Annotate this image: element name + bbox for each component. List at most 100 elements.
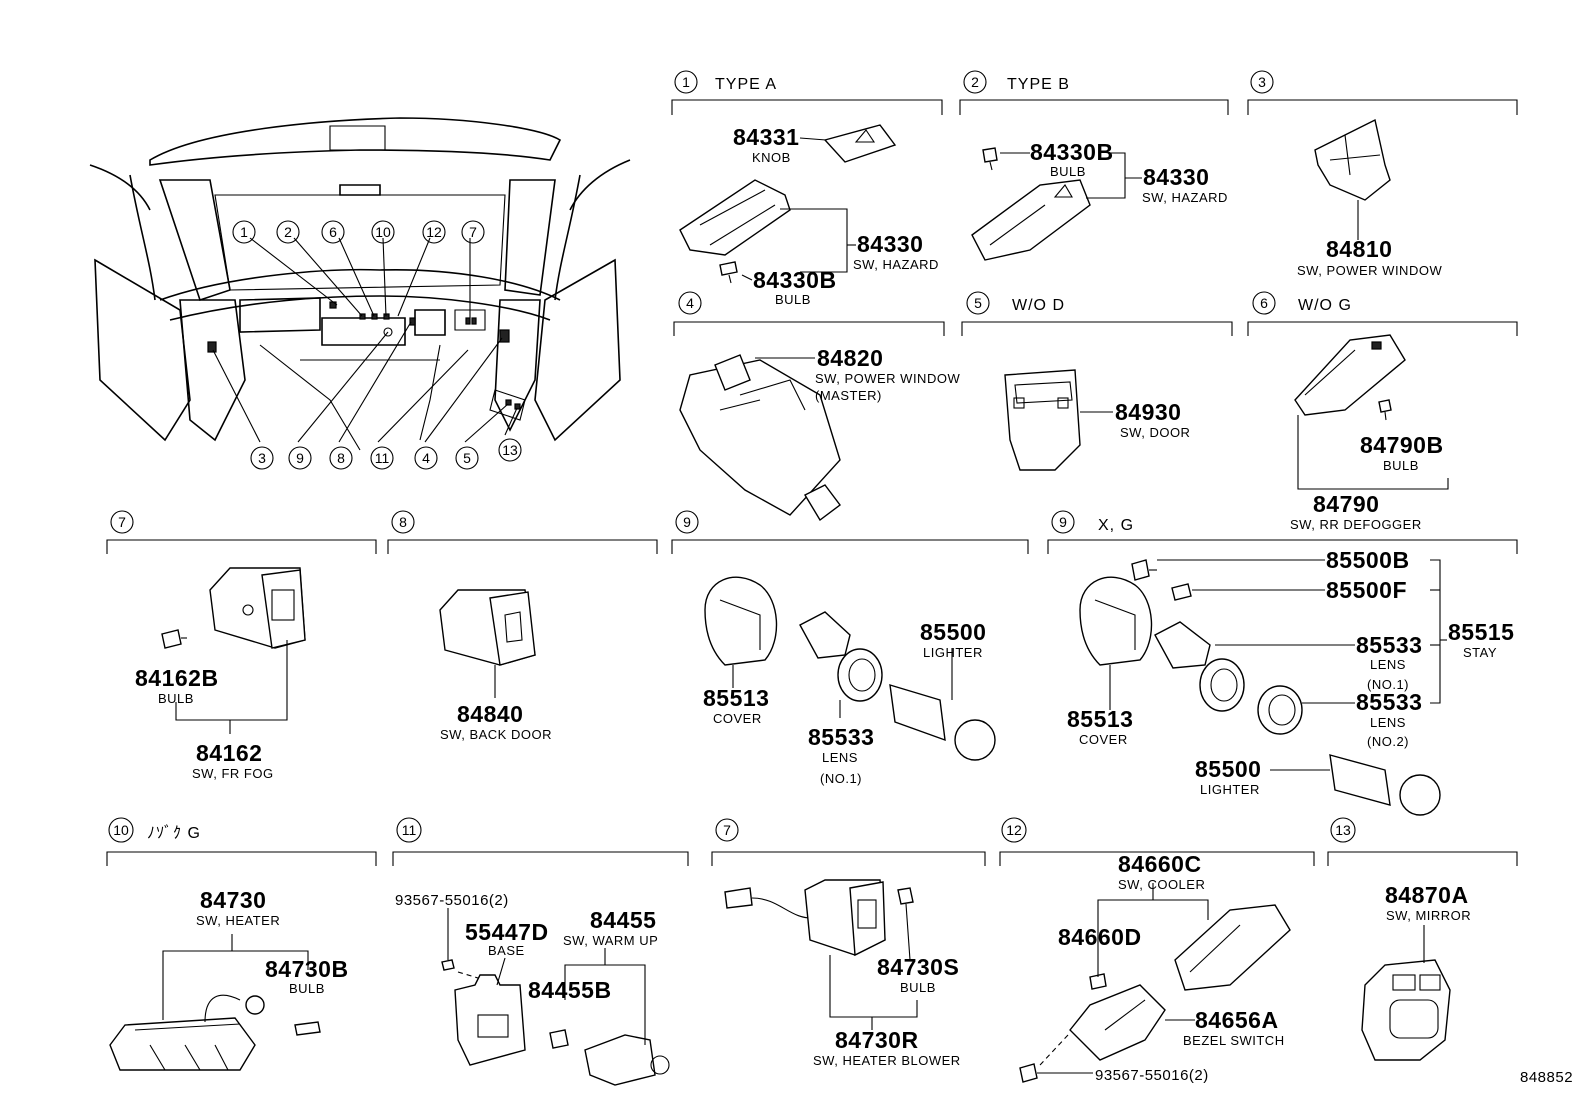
- svg-text:84162B: 84162B: [135, 665, 219, 691]
- section-7b-header: 7: [711, 818, 986, 866]
- svg-text:9: 9: [683, 514, 691, 530]
- svg-text:W/O D: W/O D: [1012, 297, 1065, 314]
- svg-text:SW, HAZARD: SW, HAZARD: [1142, 190, 1228, 205]
- svg-text:85513: 85513: [703, 685, 769, 711]
- svg-text:84656A: 84656A: [1195, 1007, 1279, 1033]
- svg-text:(NO.1): (NO.1): [820, 771, 862, 786]
- svg-text:85500: 85500: [1195, 756, 1261, 782]
- svg-text:8: 8: [399, 514, 407, 530]
- part-84730B: 84730B BULB: [265, 956, 349, 996]
- svg-text:9: 9: [1059, 514, 1067, 530]
- svg-text:10: 10: [113, 822, 129, 838]
- svg-text:84660C: 84660C: [1118, 851, 1202, 877]
- callout-9: 9: [288, 446, 312, 470]
- svg-text:84930: 84930: [1115, 399, 1181, 425]
- svg-text:7: 7: [723, 822, 731, 838]
- svg-text:84331: 84331: [733, 124, 799, 150]
- svg-text:55447D: 55447D: [465, 919, 549, 945]
- svg-text:84730B: 84730B: [265, 956, 349, 982]
- callout-8: 8: [329, 446, 353, 470]
- svg-text:SW, HAZARD: SW, HAZARD: [853, 257, 939, 272]
- svg-text:COVER: COVER: [1079, 732, 1128, 747]
- callout-7: 7: [461, 220, 485, 244]
- svg-text:84330B: 84330B: [1030, 139, 1114, 165]
- svg-text:SW, RR DEFOGGER: SW, RR DEFOGGER: [1290, 517, 1422, 532]
- svg-text:SW, MIRROR: SW, MIRROR: [1386, 908, 1471, 923]
- svg-text:85515: 85515: [1448, 619, 1514, 645]
- part-84330B-b: 84330B BULB: [1030, 139, 1114, 179]
- svg-text:84810: 84810: [1326, 236, 1392, 262]
- svg-text:LENS: LENS: [822, 750, 858, 765]
- svg-text:SW, HEATER BLOWER: SW, HEATER BLOWER: [813, 1053, 961, 1068]
- svg-text:4: 4: [686, 295, 694, 311]
- svg-text:84820: 84820: [817, 345, 883, 371]
- callout-10: 10: [371, 220, 395, 244]
- svg-text:BULB: BULB: [900, 980, 936, 995]
- section-6-parts: [1294, 334, 1449, 490]
- part-84730: 84730 SW, HEATER: [196, 887, 280, 928]
- callout-4: 4: [414, 446, 438, 470]
- part-85533-b1: 85533 LENS (NO.1): [1356, 632, 1422, 692]
- svg-text:11: 11: [402, 822, 417, 838]
- svg-text:SW, BACK DOOR: SW, BACK DOOR: [440, 727, 552, 742]
- section-5-parts: [1004, 369, 1113, 471]
- svg-text:SW, HEATER: SW, HEATER: [196, 913, 280, 928]
- svg-text:10: 10: [375, 224, 391, 240]
- part-84930: 84930 SW, DOOR: [1115, 399, 1190, 440]
- part-85500-a: 85500 LIGHTER: [920, 619, 986, 660]
- svg-text:84730S: 84730S: [877, 954, 959, 980]
- section-4-parts: [679, 354, 841, 522]
- svg-text:X, G: X, G: [1098, 517, 1134, 534]
- section-3-header: 3: [1247, 70, 1518, 115]
- part-84330B-a: 84330B BULB: [753, 267, 836, 307]
- section-10-header: 10 ﾉｿﾞｸ G: [106, 817, 377, 866]
- part-84455: 84455 SW, WARM UP: [563, 907, 658, 948]
- section-3-parts: [1314, 118, 1391, 240]
- callout-6: 6: [321, 220, 345, 244]
- svg-text:SW, FR FOG: SW, FR FOG: [192, 766, 274, 781]
- section-7a-parts: [161, 567, 306, 734]
- section-7b-parts: [724, 879, 918, 1030]
- callout-5: 5: [455, 446, 479, 470]
- svg-text:SW, POWER WINDOW: SW, POWER WINDOW: [1297, 263, 1442, 278]
- section-13-header: 13: [1327, 817, 1518, 866]
- part-85500F: 85500F: [1326, 577, 1407, 603]
- svg-text:BULB: BULB: [158, 691, 194, 706]
- svg-text:6: 6: [329, 224, 337, 240]
- part-84660D: 84660D: [1058, 924, 1141, 950]
- svg-text:84790B: 84790B: [1360, 432, 1444, 458]
- svg-text:TYPE B: TYPE B: [1007, 76, 1070, 93]
- svg-text:85500F: 85500F: [1326, 577, 1407, 603]
- svg-text:SW, DOOR: SW, DOOR: [1120, 425, 1190, 440]
- part-85513-a: 85513 COVER: [703, 685, 769, 726]
- svg-text:8: 8: [337, 450, 345, 466]
- part-84330-a: 84330 SW, HAZARD: [853, 231, 939, 272]
- svg-text:BULB: BULB: [775, 292, 811, 307]
- part-84162B: 84162B BULB: [135, 665, 219, 706]
- svg-text:W/O G: W/O G: [1298, 297, 1352, 314]
- section-1-parts: [679, 124, 897, 284]
- part-84870A: 84870A SW, MIRROR: [1385, 882, 1471, 923]
- callout-13: 13: [498, 438, 522, 462]
- svg-text:1: 1: [240, 224, 248, 240]
- section-11-parts: [441, 908, 670, 1086]
- svg-text:93567-55016(2): 93567-55016(2): [1095, 1067, 1209, 1084]
- svg-text:85500: 85500: [920, 619, 986, 645]
- part-93567-a: 93567-55016(2): [395, 892, 509, 909]
- svg-text:84330: 84330: [857, 231, 923, 257]
- part-84162: 84162 SW, FR FOG: [192, 740, 274, 781]
- svg-text:3: 3: [1258, 74, 1266, 90]
- svg-text:LIGHTER: LIGHTER: [923, 645, 983, 660]
- svg-text:TYPE A: TYPE A: [715, 76, 777, 93]
- svg-text:SW, WARM UP: SW, WARM UP: [563, 933, 658, 948]
- section-1-header: 1 TYPE A: [671, 70, 943, 115]
- svg-text:(NO.2): (NO.2): [1367, 734, 1409, 749]
- callout-11: 11: [370, 446, 394, 470]
- section-12-header: 12: [999, 817, 1315, 866]
- svg-text:2: 2: [971, 74, 979, 90]
- part-55447D: 55447D BASE: [465, 919, 549, 958]
- svg-text:93567-55016(2): 93567-55016(2): [395, 892, 509, 909]
- section-6-header: 6 W/O G: [1247, 291, 1518, 336]
- section-5-header: 5 W/O D: [961, 291, 1233, 336]
- part-93567-b: 93567-55016(2): [1095, 1067, 1209, 1084]
